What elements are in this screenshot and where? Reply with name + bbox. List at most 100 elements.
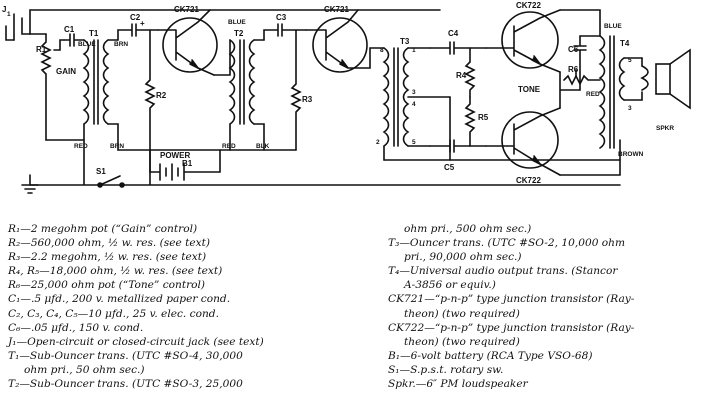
parts-item: CK721—“p-n-p” type junction transistor (… [388, 293, 635, 306]
label-c2: C2 [130, 13, 141, 22]
label-t3: T3 [400, 37, 410, 46]
label-r5: R5 [478, 113, 489, 122]
label-pin-4: 4 [412, 101, 416, 108]
parts-item: theon) (two required) [404, 335, 520, 348]
label-s1: S1 [96, 167, 106, 176]
label-j1-sub: 1 [7, 11, 11, 18]
label-blk: BLK [256, 143, 270, 150]
label-t4: T4 [620, 39, 630, 48]
resistor-r6 [563, 74, 601, 86]
parts-item: T₂—Sub-Ouncer trans. (UTC #SO-3, 25,000 [8, 378, 243, 391]
label-c3: C3 [276, 13, 287, 22]
transformer-t2 [213, 39, 265, 151]
jack-j1 [5, 13, 31, 41]
label-pin-2: 2 [376, 139, 380, 146]
parts-list-right: ohm pri., 500 ohm sec.) T₃—Ouncer trans.… [388, 222, 634, 391]
label-q3: CK722 [516, 1, 541, 10]
label-blue-1: BLUE [78, 41, 96, 48]
parts-item: R₁—2 megohm pot (“Gain” control) [8, 223, 198, 235]
label-pin-8: 8 [380, 47, 384, 54]
resistor-r1 [40, 33, 52, 141]
label-r3: R3 [302, 95, 313, 104]
capacitor-c6 [573, 35, 587, 91]
label-b1: B1 [182, 159, 193, 168]
parts-item: B₁—6-volt battery (RCA Type VSO-68) [388, 349, 593, 362]
capacitor-c2 [117, 23, 159, 41]
label-brown: BROWN [618, 151, 644, 158]
capacitor-c4 [429, 41, 487, 55]
label-r4: R4 [456, 71, 467, 80]
label-q2: CK721 [324, 5, 349, 14]
parts-item: A-3856 or equiv.) [404, 279, 496, 292]
parts-item: C₂, C₃, C₄, C₅—10 μfd., 25 v. elec. cond… [8, 307, 219, 320]
label-red-2: RED [222, 143, 236, 150]
label-c4: C4 [448, 29, 459, 38]
label-r1: R1 [36, 45, 47, 54]
resistor-r2 [144, 29, 156, 151]
label-t2: T2 [234, 29, 244, 38]
resistor-r4 [464, 47, 476, 98]
label-c1: C1 [64, 25, 75, 34]
switch-s1 [97, 175, 125, 188]
parts-item: T₃—Ouncer trans. (UTC #SO-2, 10,000 ohm [388, 237, 626, 250]
label-c5: C5 [444, 163, 455, 172]
label-r6: R6 [568, 65, 579, 74]
transformer-t3 [382, 47, 451, 161]
parts-item: R₆—25,000 ohm pot (“Tone” control) [8, 279, 206, 292]
label-tone: TONE [518, 85, 541, 94]
capacitor-c1 [63, 33, 85, 47]
top-rail [29, 9, 441, 35]
label-spkr: SPKR [656, 125, 674, 132]
label-brn-2: BRN [110, 143, 124, 150]
parts-item: R₃—2.2 megohm, ½ w. res. (see text) [8, 251, 207, 264]
label-r2: R2 [156, 91, 167, 100]
label-q4: CK722 [516, 176, 541, 185]
transistor-q3 [485, 9, 561, 73]
parts-item: CK722—“p-n-p” type junction transistor (… [388, 321, 635, 334]
label-t4-pin-3: 3 [628, 105, 632, 112]
label-t4-pin-5: 5 [628, 57, 632, 64]
label-c6: C6 [568, 45, 579, 54]
parts-item: theon) (two required) [404, 307, 520, 320]
parts-item: pri., 90,000 ohm sec.) [404, 251, 522, 264]
label-q1: CK721 [174, 5, 199, 14]
parts-item: Spkr.—6″ PM loudspeaker [388, 378, 528, 391]
schematic-diagram: J 1 R1 C1 BLUE T1 GAIN RED C2 BRN BRN + … [2, 1, 691, 194]
label-power: POWER [160, 151, 190, 160]
transistor-q4 [485, 107, 561, 176]
parts-list-left: R₁—2 megohm pot (“Gain” control) R₂—560,… [8, 222, 264, 391]
resistor-r3 [290, 29, 302, 151]
parts-item: R₄, R₅—18,000 ohm, ½ w. res. (see text) [8, 265, 223, 278]
transformer-t4 [598, 35, 643, 149]
parts-item: C₆—.05 μfd., 150 v. cond. [8, 321, 144, 334]
label-red-1: RED [74, 143, 88, 150]
label-t1: T1 [89, 29, 99, 38]
parts-item: J₁—Open-circuit or closed-circuit jack (… [8, 335, 264, 348]
battery-b1 [149, 149, 221, 181]
label-blue-2: BLUE [228, 19, 246, 26]
parts-item: S₁—S.p.s.t. rotary sw. [388, 363, 504, 376]
transformer-t1 [82, 39, 119, 151]
ground-symbol [21, 174, 39, 194]
parts-item: C₁—.5 μfd., 200 v. metallized paper cond… [8, 293, 231, 306]
parts-item: R₂—560,000 ohm, ½ w. res. (see text) [8, 237, 211, 250]
resistor-r5 [464, 96, 476, 147]
label-j1: J [2, 5, 6, 14]
parts-item: ohm pri., 500 ohm sec.) [404, 223, 532, 235]
label-pin-3: 3 [412, 89, 416, 96]
label-pin-1: 1 [412, 47, 416, 54]
label-gain: GAIN [56, 67, 76, 76]
label-plus: + [140, 19, 145, 28]
parts-item: ohm pri., 50 ohm sec.) [24, 363, 145, 376]
capacitor-c3 [263, 23, 307, 41]
label-pin-5: 5 [412, 139, 416, 146]
label-brn-1: BRN [114, 41, 128, 48]
capacitor-c5 [429, 139, 487, 153]
speaker [640, 48, 691, 110]
transistor-q2 [305, 9, 385, 73]
parts-item: T₄—Universal audio output trans. (Stanco… [388, 265, 618, 278]
transistor-q1 [157, 9, 218, 76]
label-blue-3: BLUE [604, 23, 622, 30]
label-red-3: RED [586, 91, 600, 98]
parts-item: T₁—Sub-Ouncer trans. (UTC #SO-4, 30,000 [8, 349, 243, 362]
